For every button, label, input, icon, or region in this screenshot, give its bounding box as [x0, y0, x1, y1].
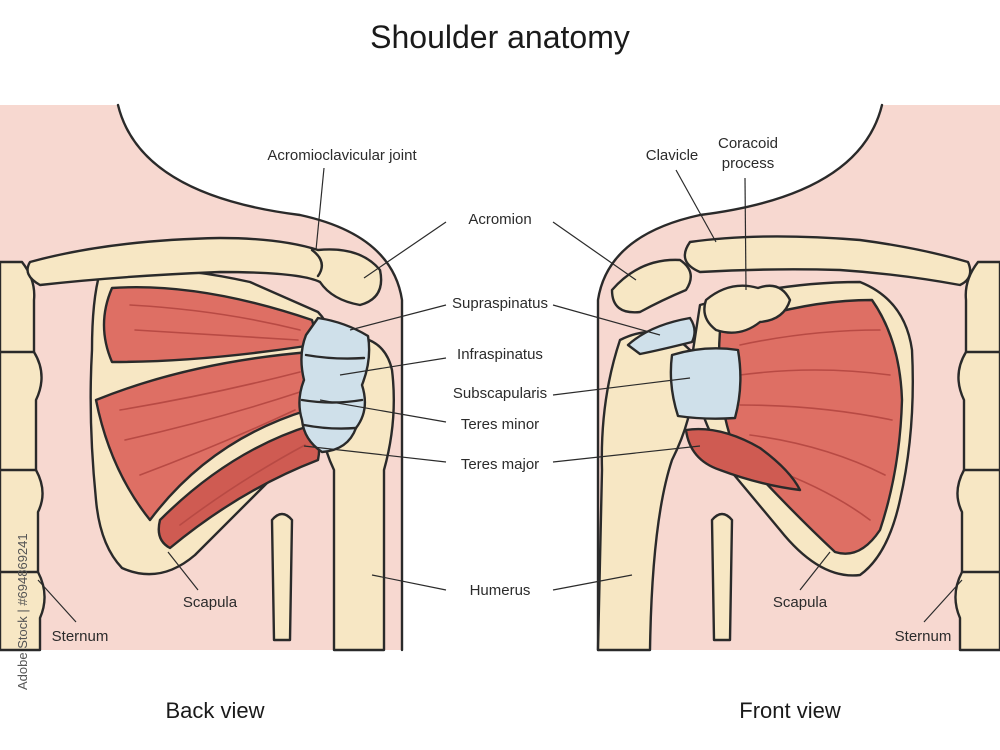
stock-watermark-id: Adobe Stock | #694869241: [15, 533, 30, 690]
label-acromion: Acromion: [468, 211, 531, 228]
acromion-front-shape: [610, 258, 692, 314]
label-subscapularis: Subscapularis: [453, 385, 547, 402]
label-scapula-back: Scapula: [183, 594, 238, 611]
label-teres-minor: Teres minor: [461, 416, 539, 433]
page-title: Shoulder anatomy: [370, 19, 630, 55]
subscapularis-front-tendon: [669, 347, 742, 420]
label-back-view: Back view: [165, 698, 264, 723]
supraspinatus-front-tendon: [626, 316, 696, 356]
label-acromioclavicular-joint: Acromioclavicular joint: [267, 147, 417, 164]
teres-major-back-muscle: [157, 423, 321, 550]
label-coracoid-process-line1: Coracoid: [718, 135, 778, 152]
label-clavicle: Clavicle: [646, 147, 699, 164]
label-humerus: Humerus: [470, 582, 531, 599]
label-coracoid-process-line2: process: [722, 155, 775, 172]
clavicle-front-shape: [683, 235, 972, 287]
label-sternum-front: Sternum: [895, 628, 952, 645]
front-view-illustration: [596, 235, 1000, 652]
clavicle-back-shape: [26, 236, 383, 307]
back-view-illustration: [0, 236, 395, 652]
label-scapula-front: Scapula: [773, 594, 828, 611]
label-teres-major: Teres major: [461, 456, 539, 473]
infraspinatus-back-muscle: [94, 350, 315, 522]
label-infraspinatus: Infraspinatus: [457, 346, 543, 363]
coracoid-process-shape: [703, 284, 792, 334]
label-front-view: Front view: [739, 698, 841, 723]
label-supraspinatus: Supraspinatus: [452, 295, 548, 312]
rotator-cuff-back-tendons: [298, 316, 371, 454]
leader-lines: [37, 167, 963, 623]
teres-major-front-muscle: [684, 427, 802, 492]
label-sternum-back: Sternum: [52, 628, 109, 645]
